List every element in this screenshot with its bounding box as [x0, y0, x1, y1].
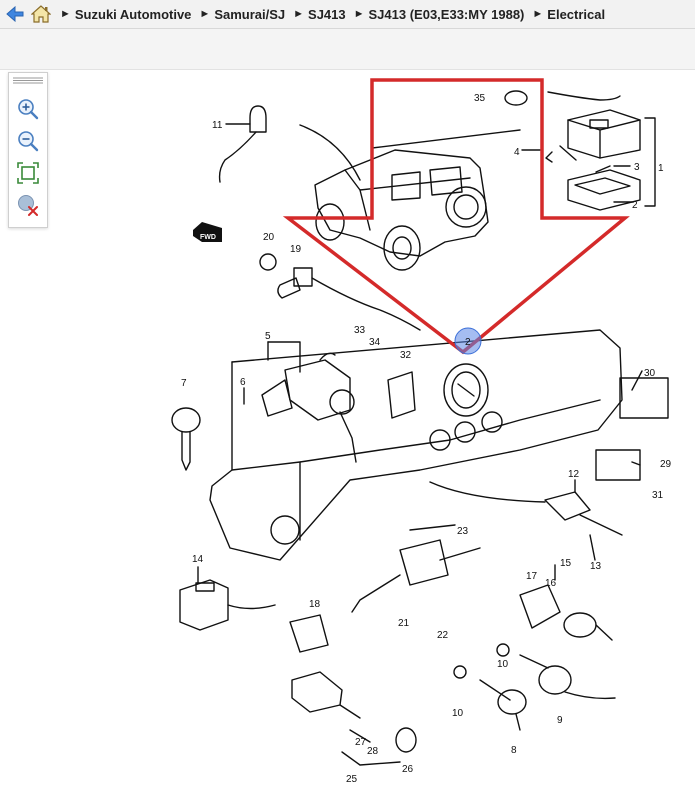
home-icon — [31, 5, 51, 23]
breadcrumb: ►Suzuki Automotive ►Samurai/SJ ►SJ413 ►S… — [0, 0, 695, 29]
part-label-34[interactable]: 34 — [369, 337, 381, 348]
part-label-1[interactable]: 1 — [658, 163, 664, 174]
relay-14 — [179, 579, 276, 631]
hotspot-label: 2 — [465, 337, 471, 348]
switch-8 — [479, 679, 527, 731]
zoom-in-icon — [18, 99, 39, 120]
part-label-33[interactable]: 33 — [354, 325, 366, 336]
fwd-arrow: FWD — [193, 222, 222, 242]
breadcrumb-item-sj413[interactable]: ►SJ413 — [293, 6, 346, 22]
part-label-6[interactable]: 6 — [240, 377, 246, 388]
part-label-15[interactable]: 15 — [560, 558, 572, 569]
part-label-29[interactable]: 29 — [660, 459, 672, 470]
part-label-19[interactable]: 19 — [290, 244, 302, 255]
part-label-28[interactable]: 28 — [367, 746, 379, 757]
part-label-14[interactable]: 14 — [192, 554, 204, 565]
part-label-5[interactable]: 5 — [265, 331, 271, 342]
bulb-19 — [277, 267, 421, 331]
hotspot-marker[interactable] — [454, 327, 482, 355]
part-label-30[interactable]: 30 — [644, 368, 656, 379]
home-button[interactable] — [30, 3, 52, 25]
header-band — [0, 29, 695, 70]
svg-text:FWD: FWD — [200, 234, 216, 241]
hide-hotspots-icon — [18, 195, 38, 216]
vehicle-illustration — [299, 124, 521, 271]
part-label-17[interactable]: 17 — [526, 571, 538, 582]
part-label-23[interactable]: 23 — [457, 526, 469, 537]
gauge-2 — [443, 363, 489, 417]
part-label-7[interactable]: 7 — [181, 378, 187, 389]
zoom-out-button[interactable] — [16, 129, 40, 153]
part-label-31[interactable]: 31 — [652, 490, 664, 501]
zoom-out-icon — [18, 131, 39, 152]
back-button[interactable] — [4, 3, 26, 25]
breadcrumb-item-model-year[interactable]: ►SJ413 (E03,E33:MY 1988) — [353, 6, 525, 22]
part-label-16[interactable]: 16 — [545, 578, 557, 589]
part-label-25[interactable]: 25 — [346, 774, 358, 785]
switch-9 — [519, 654, 616, 700]
zoom-toolbar — [8, 72, 48, 228]
fit-screen-button[interactable] — [16, 161, 40, 185]
module-25 — [291, 671, 417, 753]
wiper-switch-12 — [429, 481, 623, 536]
zoom-in-button[interactable] — [16, 97, 40, 121]
highlight-arrow — [282, 78, 630, 355]
part-label-21[interactable]: 21 — [398, 618, 410, 629]
part-label-11[interactable]: 11 — [212, 120, 223, 131]
part-label-22[interactable]: 22 — [437, 630, 449, 641]
combination-switch — [351, 524, 481, 613]
part-label-10a[interactable]: 10 — [452, 708, 464, 719]
part-label-32[interactable]: 32 — [400, 350, 412, 361]
fit-screen-icon — [17, 162, 39, 184]
part-label-12[interactable]: 12 — [568, 469, 580, 480]
part-label-18[interactable]: 18 — [309, 599, 321, 610]
bulb-11 — [218, 105, 267, 183]
part-label-20[interactable]: 20 — [263, 232, 275, 243]
cigar-lighter — [519, 584, 613, 641]
back-arrow-icon — [6, 6, 24, 22]
part-label-35[interactable]: 35 — [474, 93, 486, 104]
key-7 — [171, 407, 201, 471]
part-label-8[interactable]: 8 — [511, 745, 517, 756]
hide-hotspots-button[interactable] — [16, 193, 40, 217]
part-label-26[interactable]: 26 — [402, 764, 414, 775]
part-label-4[interactable]: 4 — [514, 147, 520, 158]
part-label-10b[interactable]: 10 — [497, 659, 509, 670]
part-label-3[interactable]: 3 — [634, 162, 640, 173]
breadcrumb-item-suzuki[interactable]: ►Suzuki Automotive — [60, 6, 192, 22]
dome-light-assembly — [504, 90, 656, 211]
part-label-13[interactable]: 13 — [590, 561, 602, 572]
grip-icon[interactable] — [11, 76, 45, 84]
dashboard-panel — [209, 329, 623, 561]
part-label-9[interactable]: 9 — [557, 715, 563, 726]
breadcrumb-item-samurai[interactable]: ►Samurai/SJ — [199, 6, 286, 22]
part-label-2[interactable]: 2 — [632, 200, 638, 211]
ignition-switch — [261, 352, 357, 463]
breadcrumb-item-electrical[interactable]: ►Electrical — [532, 6, 606, 22]
part-label-27[interactable]: 27 — [355, 737, 367, 748]
